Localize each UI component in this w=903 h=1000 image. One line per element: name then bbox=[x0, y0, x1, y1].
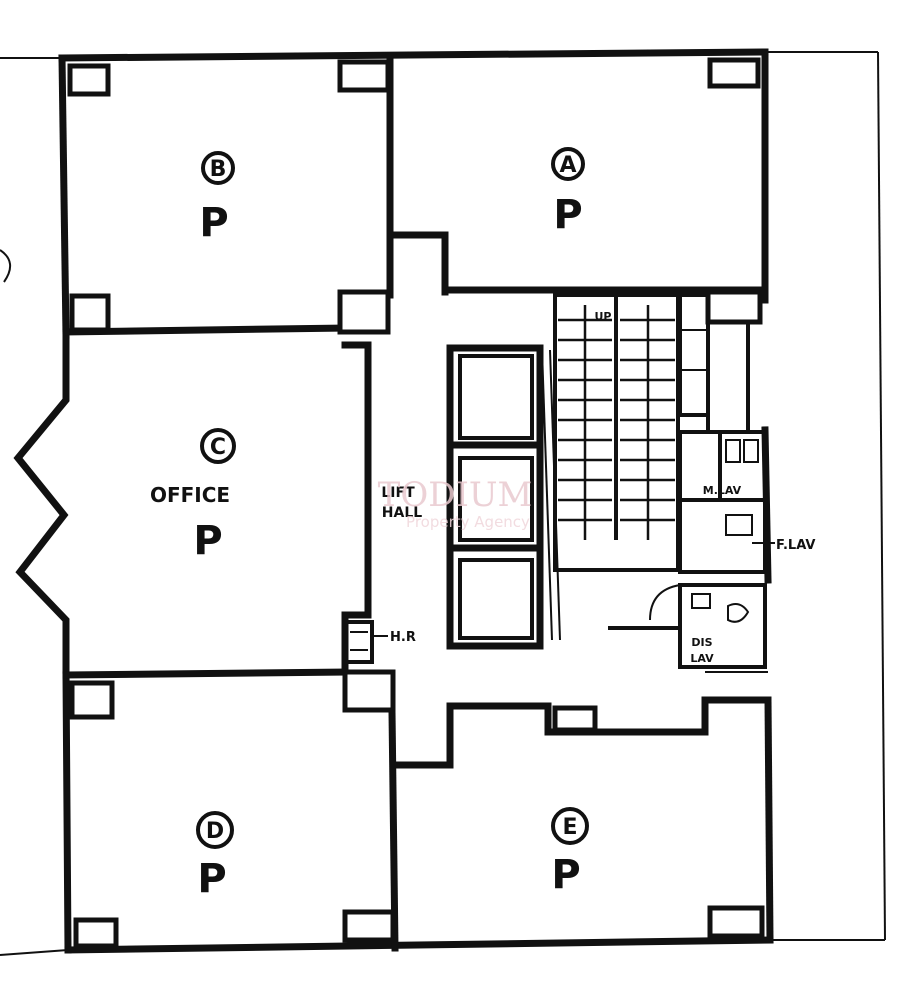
unit-e-letter: E bbox=[562, 815, 577, 840]
female-lav-label: F.LAV bbox=[776, 538, 815, 553]
hose-reel bbox=[342, 620, 374, 664]
column bbox=[73, 917, 119, 949]
dis-lav-label-2: LAV bbox=[690, 652, 714, 665]
stair-up-label: UP bbox=[595, 310, 612, 323]
unit-c-west-wall bbox=[13, 331, 70, 679]
unit-tag-e: E P bbox=[551, 807, 589, 898]
core-labels: LIFT HALL H.R M.LAV F.LAV DIS LAV UP bbox=[374, 310, 815, 665]
column bbox=[342, 669, 396, 713]
lift-hall-label-2: HALL bbox=[382, 505, 422, 521]
unit-tag-a: A P bbox=[551, 147, 585, 238]
unit-d-status: P bbox=[197, 856, 226, 902]
unit-a-status: P bbox=[553, 192, 582, 238]
unit-c-circle bbox=[200, 428, 236, 464]
unit-b-status: P bbox=[199, 200, 228, 246]
unit-a-circle bbox=[551, 147, 585, 181]
column bbox=[707, 905, 765, 939]
column bbox=[67, 63, 111, 97]
unit-a-letter: A bbox=[559, 153, 576, 178]
lift-hall-label-1: LIFT bbox=[381, 485, 415, 501]
lift-shafts bbox=[446, 344, 561, 650]
structural-columns bbox=[67, 57, 765, 949]
column bbox=[342, 909, 396, 943]
unit-b-letter: B bbox=[210, 157, 227, 182]
column bbox=[69, 680, 115, 720]
unit-c-status: P bbox=[193, 518, 222, 564]
male-lav-label: M.LAV bbox=[703, 484, 742, 497]
watermark: TODIUM Property Agency bbox=[378, 475, 533, 531]
column bbox=[337, 59, 391, 93]
unit-c-letter: C bbox=[210, 435, 226, 460]
column bbox=[705, 289, 763, 325]
hose-reel-label: H.R bbox=[390, 630, 416, 645]
column bbox=[337, 289, 391, 335]
unit-b-circle bbox=[201, 151, 235, 185]
stair-core bbox=[553, 293, 750, 572]
column bbox=[707, 57, 761, 89]
unit-tag-c: C OFFICE P bbox=[150, 428, 236, 564]
unit-d-circle bbox=[196, 811, 234, 849]
lavatory-block bbox=[608, 430, 767, 669]
unit-e-status: P bbox=[551, 852, 580, 898]
unit-tag-b: B P bbox=[199, 151, 235, 246]
unit-e-circle bbox=[551, 807, 589, 845]
column bbox=[69, 293, 111, 333]
watermark-brand: TODIUM bbox=[378, 475, 533, 515]
watermark-tagline: Property Agency bbox=[406, 513, 530, 531]
unit-tag-d: D P bbox=[196, 811, 234, 902]
column bbox=[552, 705, 598, 733]
unit-c-use: OFFICE bbox=[150, 483, 230, 507]
dis-lav-label-1: DIS bbox=[691, 636, 712, 649]
unit-d-letter: D bbox=[206, 819, 224, 844]
unit-walls bbox=[62, 54, 772, 952]
